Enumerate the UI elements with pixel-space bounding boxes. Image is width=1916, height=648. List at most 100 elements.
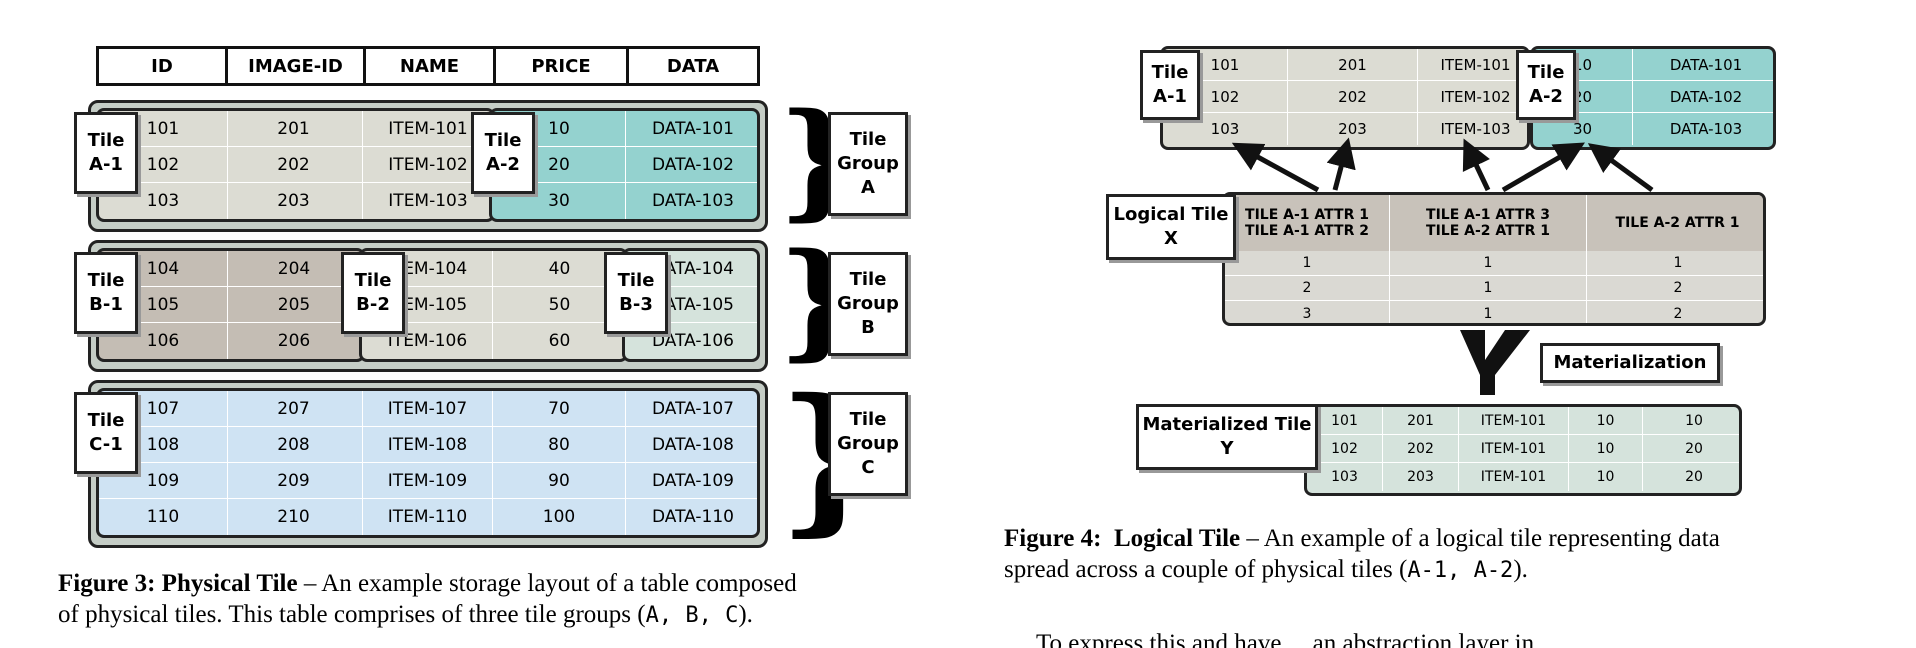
table-cell: 203 [225, 183, 363, 219]
reference-arrow [1231, 142, 1320, 193]
header-line: TILE A-1 ATTR 1 [1245, 207, 1369, 223]
table-cell: DATA-102 [1633, 81, 1773, 113]
table-cell: 50 [493, 287, 625, 323]
table-cell: DATA-101 [1633, 49, 1773, 81]
label-line: A-1 [1153, 86, 1187, 107]
label-line: Tile [354, 269, 392, 291]
table-cell: 201 [1288, 49, 1418, 81]
label-line: Tile [484, 129, 522, 151]
table-cell: 10 [1643, 407, 1739, 435]
label-line: Group [837, 292, 899, 314]
table-cell: ITEM-101 [1459, 435, 1569, 463]
reference-arrow [1501, 142, 1585, 193]
label-line: Tile [87, 269, 125, 291]
label-line: Tile [87, 409, 125, 431]
table-cell: DATA-103 [651, 191, 734, 211]
label-line: Group [837, 152, 899, 174]
table-cell: 202 [1288, 81, 1418, 113]
reference-arrow [1587, 143, 1654, 193]
table-cell: 102 [99, 147, 228, 183]
label-line: Y [1220, 438, 1234, 459]
table-cell: 108 [99, 427, 228, 463]
table-cell: 110 [99, 499, 228, 535]
table-cell: 201 [225, 111, 363, 147]
label-line: Tile [87, 129, 125, 151]
table-cell: 210 [225, 499, 363, 535]
body-text-partial: To express this and have ... an abstract… [1036, 630, 1535, 648]
table-cell: DATA-107 [626, 391, 757, 427]
header-line: TILE A-2 ATTR 1 [1426, 223, 1550, 239]
table-cell: DATA-104 [626, 251, 757, 287]
table-cell: DATA-110 [651, 507, 734, 527]
table-cell: ITEM-108 [363, 427, 493, 463]
table-cell: 1 [1390, 301, 1587, 323]
table-cell: ITEM-107 [363, 391, 493, 427]
label-line: X [1164, 228, 1178, 249]
table-cell: DATA-108 [626, 427, 757, 463]
table-cell: ITEM-103 [388, 191, 468, 211]
label-line: Group [837, 432, 899, 454]
table-cell: 10 [1569, 435, 1643, 463]
table-cell: 20 [1685, 469, 1703, 485]
table-cell: 202 [1383, 435, 1459, 463]
table-cell: 2 [1587, 276, 1763, 301]
label-line: C [861, 457, 875, 479]
header-line: TILE A-1 ATTR 3 [1426, 207, 1550, 223]
table-cell: 60 [548, 331, 571, 351]
table-cell: DATA-109 [626, 463, 757, 499]
table-cell: 1 [1390, 276, 1587, 301]
table-cell: 1 [1390, 251, 1587, 276]
table-cell: 205 [225, 287, 362, 323]
table-cell: ITEM-110 [363, 499, 493, 535]
table-cell: 10 [493, 111, 626, 147]
label-line: Tile [1527, 61, 1565, 83]
header-line: TILE A-2 ATTR 1 [1615, 215, 1740, 231]
table-cell: 203 [1383, 463, 1459, 491]
label-line: A-2 [1529, 86, 1563, 107]
table-cell: 40 [493, 251, 625, 287]
table-cell: ITEM-103 [1440, 120, 1511, 138]
table-header-cell: ID [96, 46, 228, 86]
label-line: Tile [1151, 61, 1189, 83]
table-cell: 70 [493, 391, 626, 427]
reference-arrow [1326, 137, 1356, 191]
label-line: Tile [849, 268, 887, 290]
table-cell: 103 [1307, 463, 1383, 491]
table-cell: 10 [1569, 463, 1643, 491]
materialization-arrow [1460, 330, 1530, 395]
table-header-cell: NAME [363, 46, 496, 86]
table-header-cell: IMAGE-ID [225, 46, 366, 86]
figure-3-caption: Figure 3: Physical Tile – An example sto… [58, 570, 797, 628]
label-line: Logical Tile [1113, 203, 1229, 225]
table-cell: 204 [225, 251, 362, 287]
table-cell: 80 [493, 427, 626, 463]
table-cell: 1 [1225, 251, 1390, 276]
table-cell: 202 [225, 147, 363, 183]
table-cell: 2 [1225, 276, 1390, 301]
label-line: A-2 [486, 154, 520, 175]
label-line: Tile [849, 408, 887, 430]
table-cell: 20 [1643, 435, 1739, 463]
table-cell: ITEM-102 [1418, 81, 1527, 113]
table-cell: 207 [225, 391, 363, 427]
table-cell: 105 [99, 287, 228, 323]
table-cell: 100 [493, 499, 626, 535]
table-cell: DATA-106 [651, 331, 734, 351]
table-cell: 206 [277, 331, 311, 351]
table-cell: 3 [1225, 301, 1390, 323]
